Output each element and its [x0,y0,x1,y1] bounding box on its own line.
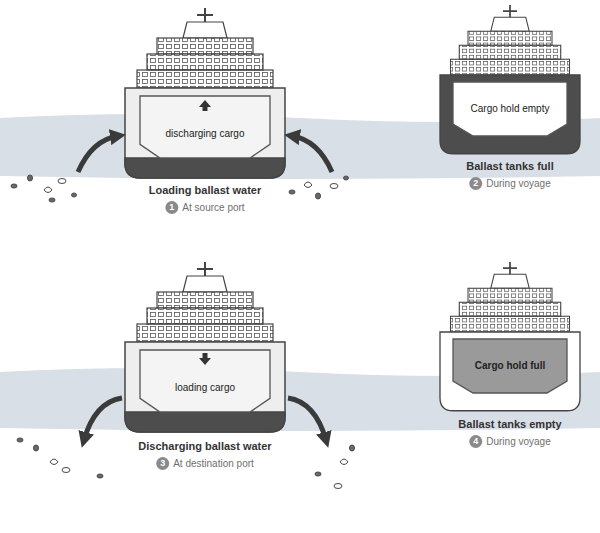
caption-row: 2 During voyage [469,177,550,190]
cargo-hold: Cargo hold empty [453,82,567,136]
caption-row: Loading ballast water [149,184,261,196]
cargo-direction-arrow [199,100,211,111]
ship-hull [125,342,285,432]
ship-superstructure [137,8,273,88]
step-caption: At source port [182,202,244,213]
ballast-tank [125,412,285,432]
caption-row: Ballast tanks empty [458,418,561,430]
caption-row: Discharging ballast water [138,440,271,452]
hold-outline [140,350,270,412]
marine-organisms [11,175,355,489]
caption-heading: Ballast tanks full [466,160,553,172]
caption-row: 3 At destination port [156,457,254,470]
hold-label: discharging cargo [166,128,245,140]
ship-superstructure [451,5,570,75]
step-caption: During voyage [486,436,550,447]
step-number: 2 [469,177,482,190]
step-number: 4 [469,435,482,448]
cargo-hold: loading cargo [140,350,270,412]
ship [125,8,285,178]
water-inflow-arrow [292,136,332,172]
hold-label: loading cargo [175,382,235,394]
step-caption: During voyage [486,178,550,189]
water-outflow-arrow [288,398,326,440]
ship [125,262,285,432]
ship-superstructure [137,262,273,342]
ship [440,5,580,154]
caption-heading: Loading ballast water [149,184,261,196]
hold-shape [140,350,270,412]
hold-shape [453,82,567,136]
water-inflow-arrow [78,136,118,172]
ballast-tank [440,75,580,154]
caption-heading: Discharging ballast water [138,440,271,452]
cargo-direction-arrow [199,353,211,365]
caption-row: 4 During voyage [469,435,550,448]
water-outflow-arrow [84,398,122,440]
step-number: 1 [165,201,178,214]
caption-row: 1 At source port [165,201,244,214]
cargo-hold: discharging cargo [140,96,270,158]
ship-superstructure [451,262,570,332]
hold-label: Cargo hold empty [471,103,550,115]
hold-outline [140,96,270,158]
step-number: 3 [156,457,169,470]
ship [440,262,580,411]
caption-row: Ballast tanks full [466,160,553,172]
hold-label: Cargo hold full [475,360,546,372]
step-caption: At destination port [173,458,254,469]
cargo-hold: Cargo hold full [453,339,567,393]
ship-hull [440,332,580,411]
hold-shape [140,96,270,158]
hold-shape [453,339,567,393]
caption-heading: Ballast tanks empty [458,418,561,430]
ship-hull [125,88,285,178]
ballast-tank [125,158,285,178]
